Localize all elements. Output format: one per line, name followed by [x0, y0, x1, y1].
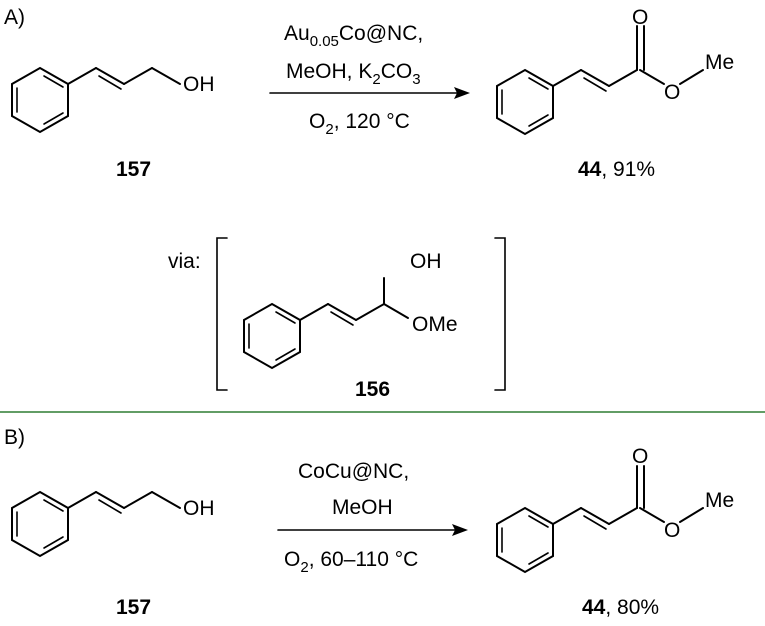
benzene-ring [496, 506, 554, 574]
intermediate-structure [243, 277, 409, 370]
product-b-id: 44, 80% [582, 596, 659, 619]
conditions-a-line3: O2, 120 °C [309, 110, 410, 138]
reaction-arrow-b [277, 524, 468, 536]
benzene-ring [11, 490, 69, 558]
panel-b-label: B) [4, 426, 25, 449]
conditions-b-line1: CoCu@NC, [298, 460, 409, 483]
benzene-ring [11, 66, 69, 134]
reactant-a-oh: OH [183, 73, 215, 96]
conditions-b-line3: O2, 60–110 °C [284, 548, 418, 576]
right-bracket [494, 237, 506, 391]
intermediate-ome: OMe [412, 313, 458, 336]
product-a-me: Me [705, 51, 734, 74]
reactant-a-id: 157 [116, 158, 151, 181]
reactant-b-id: 157 [116, 596, 151, 619]
benzene-ring [496, 68, 554, 136]
intermediate-oh: OH [410, 250, 442, 273]
conditions-b-line2: MeOH [332, 496, 393, 519]
reactant-a-structure [11, 66, 181, 134]
product-a-structure [496, 25, 704, 136]
via-label: via: [168, 250, 201, 273]
panel-a-label: A) [4, 6, 25, 29]
reactant-b-structure [11, 490, 181, 558]
product-b-structure [496, 465, 704, 574]
product-b-me: Me [705, 489, 734, 512]
product-b-carbonyl-o: O [632, 445, 648, 468]
product-a-carbonyl-o: O [632, 6, 648, 29]
conditions-a-line1: Au0.05Co@NC, [284, 22, 423, 50]
benzene-ring [243, 302, 301, 370]
intermediate-id: 156 [355, 378, 390, 401]
reactant-b-oh: OH [183, 497, 215, 520]
product-a-ester-o: O [664, 81, 680, 104]
reaction-arrow-a [269, 87, 470, 99]
product-b-ester-o: O [664, 519, 680, 542]
product-a-id: 44, 91% [578, 158, 655, 181]
left-bracket [216, 237, 228, 391]
conditions-a-line2: MeOH, K2CO3 [286, 60, 421, 88]
